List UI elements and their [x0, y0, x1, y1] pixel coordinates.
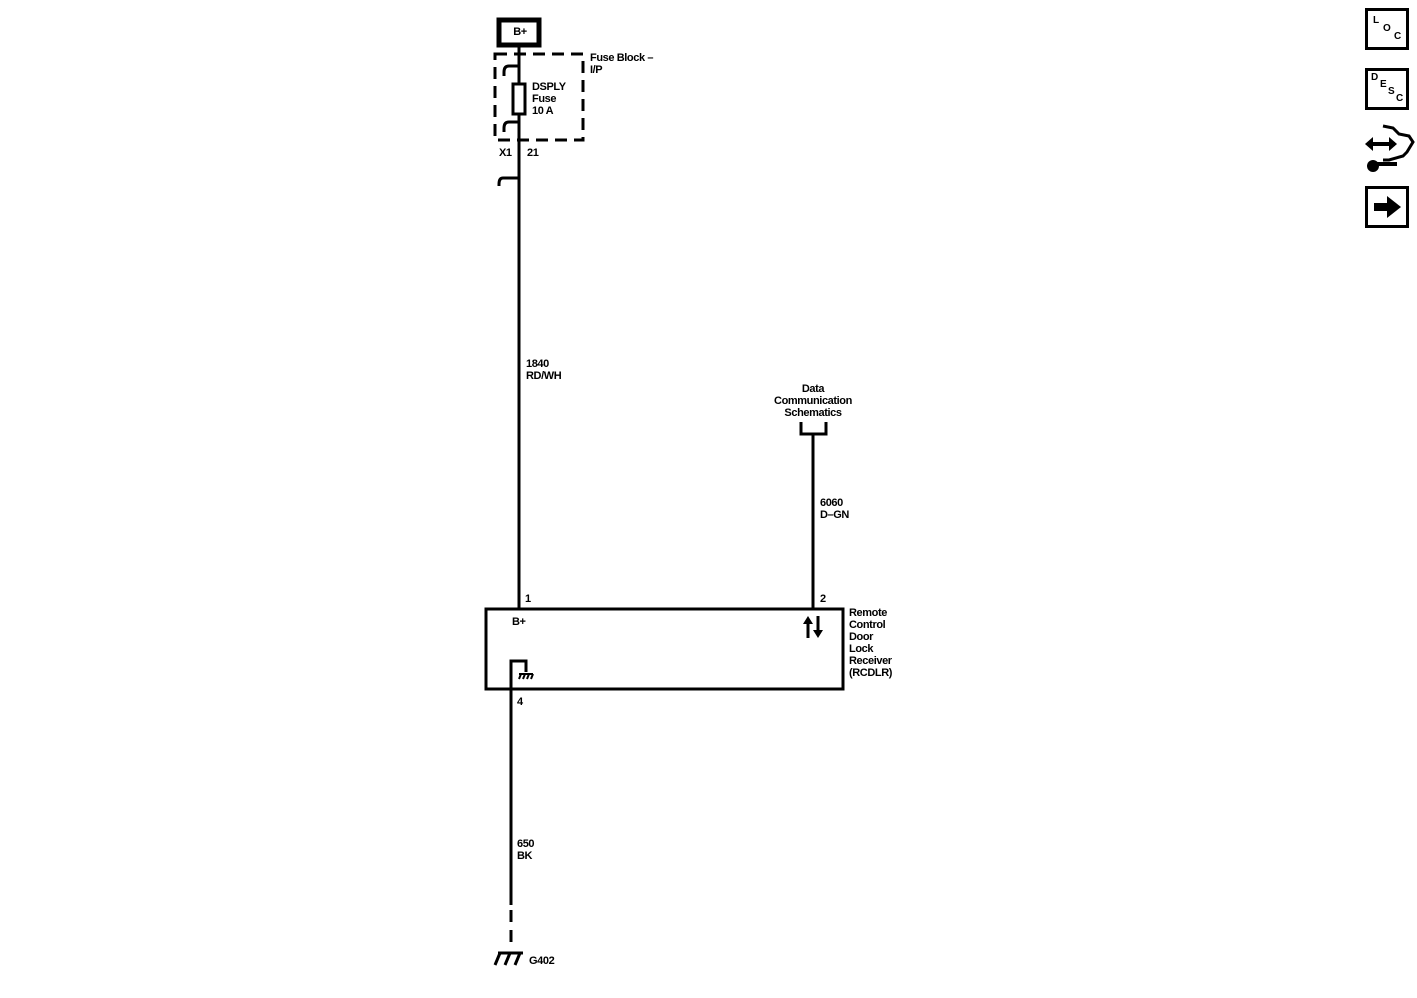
rcdlr-module-box: [484, 607, 845, 691]
module-bplus-label: B+: [512, 616, 526, 628]
pin-4-label: 4: [517, 696, 523, 708]
desc-button[interactable]: D E S C: [1365, 68, 1409, 110]
fuse-pin-label: 21: [527, 147, 539, 159]
data-comm-label[interactable]: Data Communication Schematics: [774, 383, 852, 419]
fuse-block-outline: [493, 52, 585, 142]
desc-letter-c: C: [1396, 93, 1404, 104]
wire-6060-label: 6060 D–GN: [820, 497, 849, 521]
wire-650-label: 650 BK: [517, 838, 535, 862]
fuse-symbol: [511, 82, 527, 116]
loc-button[interactable]: L O C: [1365, 8, 1409, 50]
connector-wrench-icon[interactable]: [1363, 122, 1415, 176]
connector-label: X1: [499, 147, 512, 159]
pin-1-label: 1: [525, 593, 531, 605]
bplus-label: B+: [513, 26, 527, 38]
desc-letter-s: S: [1388, 86, 1395, 97]
data-comm-bracket: [799, 422, 828, 436]
loc-letter-c: C: [1394, 31, 1402, 42]
wire-1840-label: 1840 RD/WH: [526, 358, 562, 382]
module-name-label: Remote Control Door Lock Receiver (RCDLR…: [849, 607, 893, 679]
arrow-right-icon: [1374, 196, 1401, 218]
desc-letter-e: E: [1380, 79, 1387, 90]
serial-data-icon: [803, 616, 823, 638]
internal-ground-icon: [518, 673, 534, 680]
loc-letter-o: O: [1383, 23, 1391, 34]
pin-2-label: 2: [820, 593, 826, 605]
fuse-block-label: Fuse Block – I/P: [590, 52, 654, 76]
ground-g402-icon: [493, 951, 523, 966]
fuse-label: DSPLY Fuse 10 A: [532, 81, 566, 117]
ground-label: G402: [529, 955, 555, 967]
next-button[interactable]: [1365, 186, 1409, 228]
desc-letter-d: D: [1371, 72, 1379, 83]
loc-letter-l: L: [1373, 15, 1380, 26]
